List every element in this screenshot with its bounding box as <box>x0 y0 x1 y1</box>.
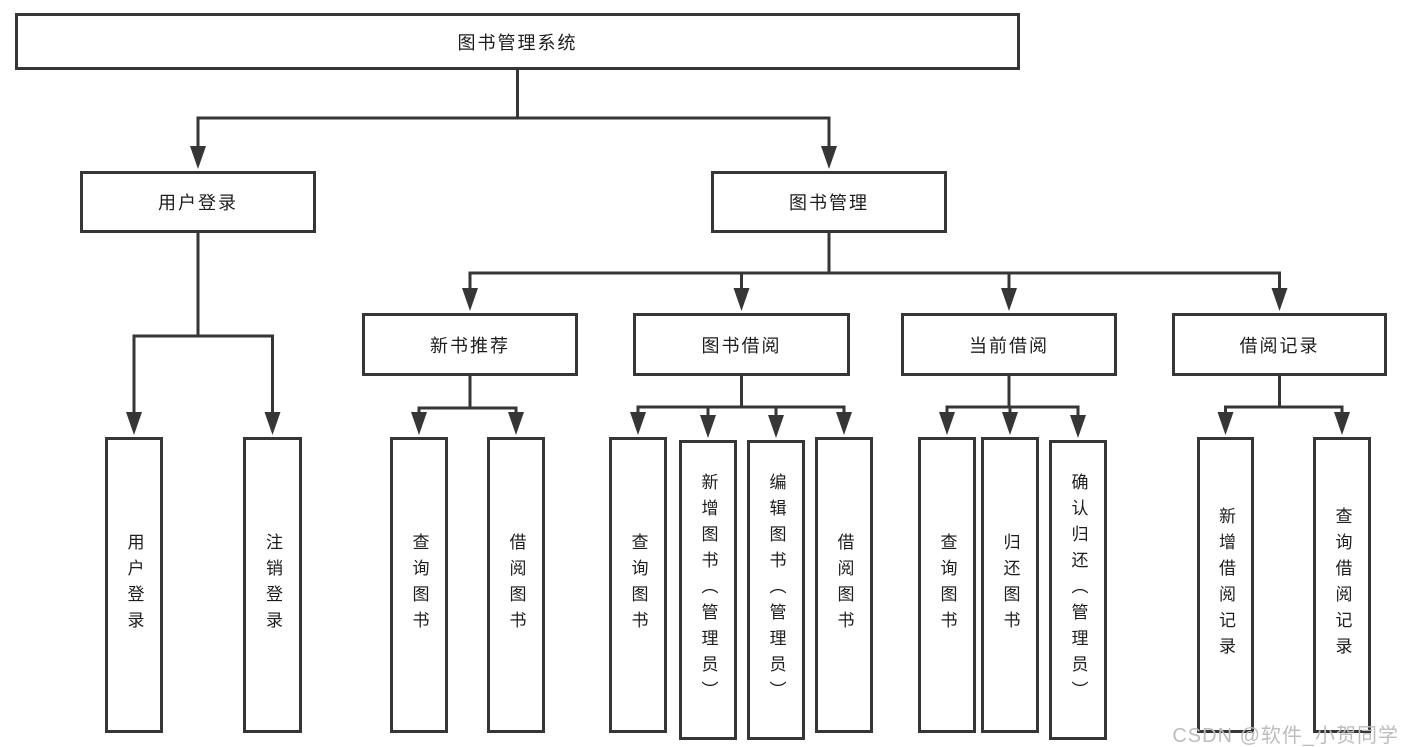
node-label: 新增图书（管理员） <box>698 473 718 707</box>
arrowhead-bb-add-books-admin <box>700 415 716 438</box>
node-new-book-recommend: 新书推荐 <box>362 313 578 376</box>
node-user-login: 用户登录 <box>105 437 163 733</box>
node-cb-query-books: 查询图书 <box>918 437 976 733</box>
arrowhead-book-borrowing <box>733 288 750 311</box>
node-bb-query-books: 查询图书 <box>609 437 667 733</box>
arrowhead-cb-confirm-return-admin <box>1070 415 1086 438</box>
arrowhead-user-login <box>126 412 142 435</box>
arrowhead-book-management <box>821 146 837 169</box>
node-cb-return-books: 归还图书 <box>981 437 1039 733</box>
node-label: 当前借阅 <box>969 335 1049 356</box>
node-label: 归还图书 <box>1000 533 1020 637</box>
node-cb-confirm-return-admin: 确认归还（管理员） <box>1049 440 1107 740</box>
csdn-watermark: CSDN @软件_小贺同学 <box>1172 725 1399 747</box>
node-br-add-record: 新增借阅记录 <box>1197 437 1254 733</box>
arrowhead-current-borrowing <box>1001 288 1017 311</box>
arrowhead-nb-borrow-books <box>508 412 524 435</box>
node-bb-borrow-books: 借阅图书 <box>815 437 873 733</box>
node-book-borrowing: 图书借阅 <box>633 313 850 376</box>
node-label: 查询借阅记录 <box>1332 507 1352 663</box>
node-label: 借阅记录 <box>1239 335 1320 356</box>
node-user-logout: 注销登录 <box>243 437 302 733</box>
node-label: 用户登录 <box>158 193 238 213</box>
node-label: 确认归还（管理员） <box>1068 473 1088 707</box>
node-label: 图书管理系统 <box>457 32 578 53</box>
node-label: 新书推荐 <box>430 335 510 356</box>
arrowhead-user-login-module <box>190 146 206 169</box>
node-label: 查询图书 <box>937 533 957 637</box>
node-label: 编辑图书（管理员） <box>766 473 786 707</box>
node-nb-borrow-books: 借阅图书 <box>487 437 545 733</box>
node-label: 图书管理 <box>789 193 869 213</box>
arrowhead-borrowing-records <box>1271 288 1288 311</box>
node-label: 查询图书 <box>628 533 648 637</box>
node-user-login-module: 用户登录 <box>80 171 316 233</box>
arrowhead-br-query-record <box>1334 412 1350 435</box>
arrowhead-cb-return-books <box>1002 412 1018 435</box>
arrowhead-new-book-recommend <box>462 288 478 311</box>
node-bb-edit-books-admin: 编辑图书（管理员） <box>747 440 805 740</box>
arrowhead-bb-borrow-books <box>836 412 852 435</box>
node-root: 图书管理系统 <box>15 13 1020 70</box>
arrowhead-br-add-record <box>1217 412 1234 435</box>
arrowhead-user-logout <box>264 412 281 435</box>
node-br-query-record: 查询借阅记录 <box>1313 437 1371 733</box>
arrowhead-cb-query-books <box>939 412 955 435</box>
arrowhead-bb-edit-books-admin <box>768 415 784 438</box>
node-label: 图书借阅 <box>701 335 782 356</box>
node-label: 借阅图书 <box>834 533 854 637</box>
node-label: 借阅图书 <box>506 533 526 637</box>
node-label: 注销登录 <box>263 533 282 637</box>
node-current-borrowing: 当前借阅 <box>901 313 1117 376</box>
node-label: 新增借阅记录 <box>1216 507 1235 663</box>
node-bb-add-books-admin: 新增图书（管理员） <box>679 440 737 740</box>
node-borrowing-records: 借阅记录 <box>1172 313 1387 376</box>
arrowhead-nb-query-books <box>411 412 427 435</box>
arrowhead-bb-query-books <box>630 412 646 435</box>
node-nb-query-books: 查询图书 <box>390 437 448 733</box>
node-label: 查询图书 <box>409 533 429 637</box>
node-label: 用户登录 <box>124 533 144 637</box>
node-book-management: 图书管理 <box>711 171 947 233</box>
